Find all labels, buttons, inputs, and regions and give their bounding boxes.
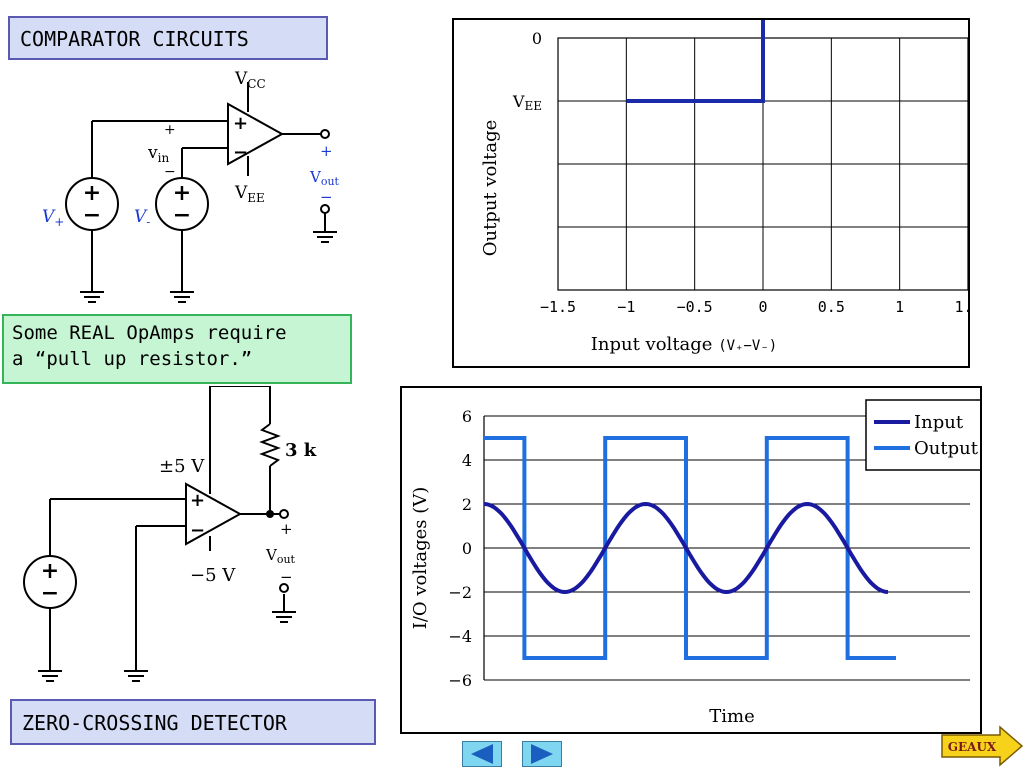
svg-text:V+: V+ — [42, 207, 64, 229]
y-tick-label: VEE — [512, 92, 542, 113]
x-tick-label: 0.5 — [818, 298, 845, 316]
y-tick-label: 4 — [462, 451, 472, 470]
svg-text:+: + — [164, 122, 176, 138]
vplus-label: V — [42, 207, 56, 227]
x-axis-label: Time — [709, 706, 754, 727]
vout-label: V — [265, 546, 278, 564]
svg-text:−: − — [190, 520, 205, 541]
transfer-line — [626, 0, 765, 103]
opamp-minus-sign: − — [233, 142, 248, 163]
x-tick-label: −0.5 — [677, 298, 713, 316]
source-plus-sign: + — [83, 180, 101, 206]
opamp-plus-sign: + — [233, 113, 248, 134]
vminus-label: V — [134, 207, 148, 227]
legend-input: Input — [914, 412, 964, 433]
zero-crossing-circuit: + − + − ±5 V −5 V 3 k + Vout − — [23, 386, 317, 682]
transfer-characteristic-chart: −1.5−1−0.500.511.5VCC0VEE Input voltage … — [452, 0, 982, 368]
vcc-label: V — [234, 69, 248, 89]
vin-label: v — [147, 143, 158, 163]
svg-text:−: − — [164, 164, 176, 180]
x-tick-label: −1.5 — [540, 298, 576, 316]
svg-text:Vout: Vout — [265, 546, 296, 566]
svg-text:VEE: VEE — [234, 183, 265, 205]
y-tick-label: 0 — [532, 29, 542, 48]
chart-legend: Input Output — [865, 399, 991, 471]
next-slide-button[interactable] — [522, 741, 562, 767]
x-axis-label: Input voltage (V₊−V₋) — [591, 334, 777, 355]
x-tick-label: 1.5 — [954, 298, 968, 316]
legend-output: Output — [914, 438, 979, 459]
svg-text:vin: vin — [147, 143, 169, 165]
supply-negative-label: −5 V — [190, 565, 236, 586]
prev-slide-button[interactable] — [462, 741, 502, 767]
geaux-label: GEAUX — [948, 740, 997, 754]
x-tick-label: 1 — [895, 298, 904, 316]
svg-text:+: + — [280, 520, 293, 538]
y-axis-label: I/O voltages (V) — [410, 487, 431, 630]
svg-text:−: − — [41, 580, 59, 606]
svg-text:Vout: Vout — [309, 168, 340, 188]
note-line-1: Some REAL OpAmps require — [12, 322, 287, 344]
supply-positive-label: ±5 V — [159, 456, 205, 477]
svg-text:+: + — [190, 490, 205, 511]
resistor-label: 3 k — [285, 440, 317, 461]
io-waveform-chart: 6 4 2 0 −2 −4 −6 Time I/O voltages (V) Input O… — [400, 386, 991, 734]
geaux-button[interactable]: GEAUX — [940, 725, 1024, 767]
page-title: COMPARATOR CIRCUITS — [8, 16, 328, 60]
section-title: ZERO-CROSSING DETECTOR — [10, 699, 376, 745]
source-minus-sign: − — [173, 202, 191, 228]
svg-text:VCC: VCC — [234, 69, 266, 91]
arrow-left-icon — [471, 744, 493, 764]
note-line-2: a “pull up resistor.” — [12, 348, 253, 370]
transfer-chart-svg: −1.5−1−0.500.511.5VCC0VEE Input voltage … — [480, 0, 982, 355]
svg-text:+: + — [320, 142, 333, 160]
source-plus-sign: + — [173, 180, 191, 206]
pull-up-note: Some REAL OpAmps require a “pull up resi… — [2, 314, 352, 384]
y-tick-label: 2 — [462, 495, 472, 514]
y-tick-label: 0 — [462, 539, 472, 558]
input-series-line — [483, 501, 889, 595]
source-minus-sign: − — [83, 202, 101, 228]
arrow-right-icon — [531, 744, 553, 764]
svg-text:−: − — [320, 188, 333, 206]
x-tick-label: −1 — [617, 298, 635, 316]
comparator-circuit: + − + − + − VCC VEE vin + − V+ V- + Vout… — [42, 69, 340, 303]
y-tick-label: −4 — [448, 627, 472, 646]
y-tick-label: −2 — [448, 583, 472, 602]
svg-text:+: + — [41, 558, 59, 584]
x-tick-label: 0 — [758, 298, 767, 316]
svg-text:V-: V- — [134, 207, 150, 229]
y-tick-label: 6 — [462, 407, 472, 426]
arrow-right-icon: GEAUX — [941, 725, 1024, 767]
svg-text:−: − — [280, 568, 293, 586]
waveform-chart-svg: 6 4 2 0 −2 −4 −6 Time I/O voltages (V) Input O… — [410, 399, 991, 727]
vee-label: V — [234, 183, 248, 203]
y-tick-label: −6 — [448, 671, 472, 690]
y-axis-label: Output voltage — [480, 120, 501, 257]
vout-label: V — [309, 168, 322, 186]
